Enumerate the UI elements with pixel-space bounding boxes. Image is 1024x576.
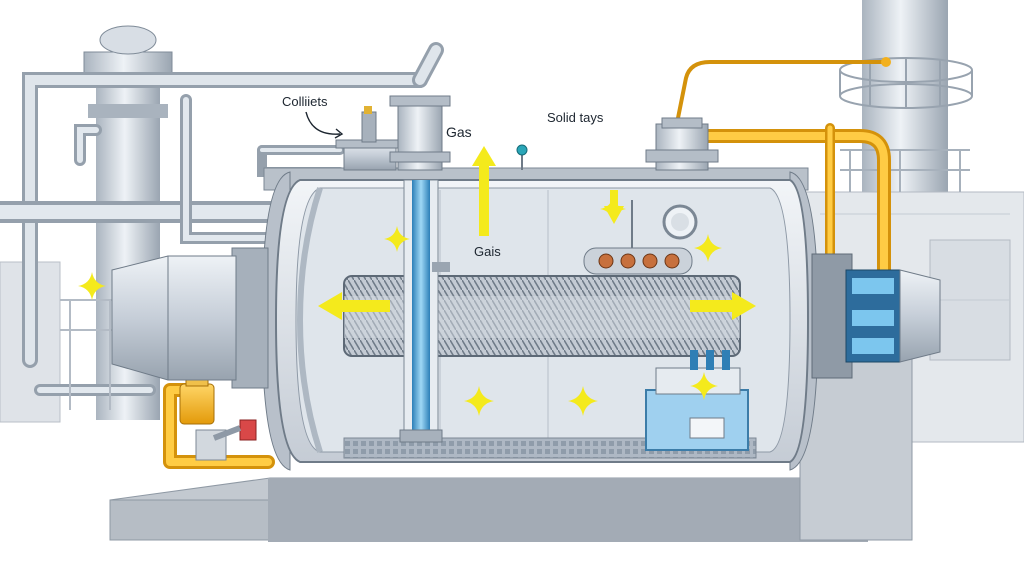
left-flange (111, 247, 269, 389)
blue-tank (645, 350, 749, 451)
arrow-up (472, 146, 496, 236)
top-nozzle-left (335, 106, 405, 171)
right-flange (811, 253, 941, 379)
arrow-left (318, 292, 390, 320)
sensor-probe (516, 144, 528, 170)
railing-left (60, 299, 120, 410)
solid-trays-label: Solid tays (547, 110, 604, 125)
collets-label: Colliiets (282, 94, 328, 109)
top-nozzle-center (389, 95, 451, 171)
base-platform (109, 477, 913, 542)
pipework-left (0, 42, 444, 396)
platform-ring (839, 57, 973, 109)
arrow-right (690, 292, 756, 320)
gas-inner-label: Gais (474, 244, 501, 259)
right-support (799, 357, 913, 541)
gas-top-label: Gas (446, 124, 472, 140)
vertical-blue-tube (399, 179, 450, 443)
top-nozzle-right (645, 117, 719, 171)
callout-arrow (305, 111, 341, 135)
solid-trays-rack (583, 200, 693, 275)
pressure-gauge (662, 204, 698, 240)
railing (840, 149, 970, 192)
heat-exchanger-coil (343, 275, 741, 357)
